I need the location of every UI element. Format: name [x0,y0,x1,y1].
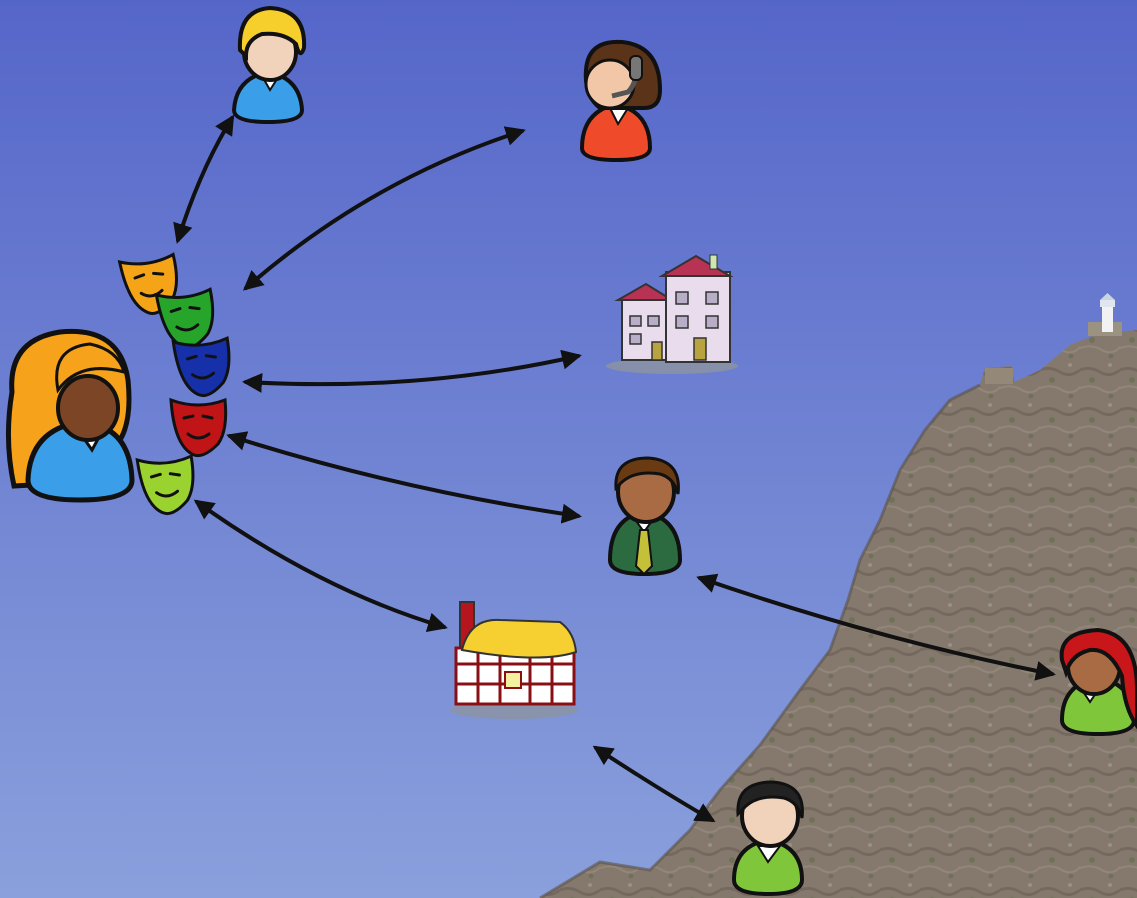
central-person-icon [8,331,132,500]
lighthouse-icon [1100,293,1115,332]
call-center-person-icon [582,42,660,160]
redhead-person-icon [1062,630,1137,734]
